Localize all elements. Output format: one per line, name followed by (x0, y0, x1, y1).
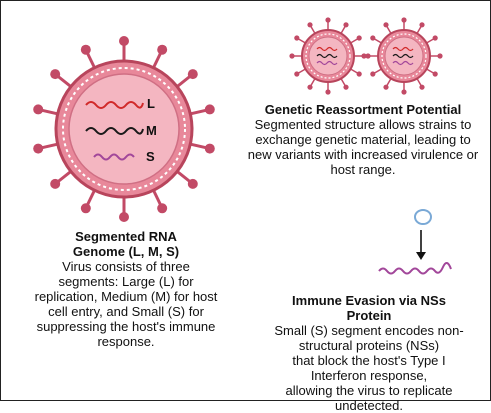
virus-spike-knob (307, 84, 313, 90)
virus-spike-knob (325, 89, 331, 95)
virus-spike-knob (437, 53, 443, 59)
virus-spike-knob (204, 104, 215, 115)
virus-spike-knob (383, 84, 389, 90)
reassortment-body: Segmented structure allows strains to ex… (247, 117, 479, 177)
virus-spike-knob (365, 53, 371, 59)
virus-spike-knob (343, 22, 349, 28)
segmented-rna-title: Segmented RNA Genome (L, M, S) (72, 229, 180, 259)
small-virus-segment (316, 60, 338, 66)
virus-spike-knob (401, 89, 407, 95)
small-virus-core (384, 36, 424, 76)
virus-icon: L M S (33, 36, 215, 222)
virus-spike-knob (80, 203, 91, 214)
virus-spike-knob (432, 71, 438, 77)
virus-pair-icon (289, 17, 443, 95)
virus-spike-knob (157, 203, 168, 214)
virus-spike-knob (289, 53, 295, 59)
virus-spike-knob (432, 35, 438, 41)
interferon-marker-icon (414, 209, 432, 225)
rna-strand-icon (378, 262, 452, 275)
small-virus-membrane (305, 33, 351, 79)
virus-spike-knob (33, 143, 44, 154)
segment-l-strand (85, 101, 144, 109)
virus-spike-knob (419, 84, 425, 90)
immune-evasion-title: Immune Evasion via NSs Protein (292, 293, 446, 323)
segmented-rna-body: Virus consists of three segments: Large … (34, 259, 218, 349)
segment-l-label: L (147, 96, 155, 111)
virus-spike-knob (50, 69, 61, 80)
small-virus-segment (392, 46, 414, 52)
virus-spike-knob (325, 17, 331, 23)
virus-spike-knob (401, 17, 407, 23)
virus-spike-knob (356, 71, 362, 77)
virus-spike-knob (204, 143, 215, 154)
virus-spike-knob (294, 35, 300, 41)
virus-spike-knob (119, 36, 129, 46)
virus-spike-knob (187, 69, 198, 80)
virus-spike-knob (119, 212, 129, 222)
small-virus-segment (316, 53, 338, 59)
small-virus-core (308, 36, 348, 76)
down-arrow-icon (416, 230, 426, 260)
virus-spike-knob (370, 71, 376, 77)
segment-m-label: M (146, 123, 157, 138)
reassortment-title: Genetic Reassortment Potential (264, 102, 462, 117)
virus-spike-knob (80, 44, 91, 55)
virus-spike-knob (383, 22, 389, 28)
virus-spike-knob (187, 178, 198, 189)
small-virus-segment (392, 53, 414, 59)
immune-evasion-section: Immune Evasion via NSs Protein Small (S)… (269, 293, 469, 413)
virus-spike-knob (343, 84, 349, 90)
virus-spike-knob (356, 35, 362, 41)
segmented-rna-section: Segmented RNA Genome (L, M, S) Virus con… (21, 229, 231, 349)
reassortment-section: Genetic Reassortment Potential Segmented… (243, 102, 483, 177)
segment-m-strand (85, 127, 144, 135)
virus-spike-knob (50, 178, 61, 189)
segment-s-label: S (146, 149, 155, 164)
virus-spike-knob (419, 22, 425, 28)
small-virus-segment (316, 46, 338, 52)
virus-spike-knob (370, 35, 376, 41)
virus-spike-knob (361, 53, 367, 59)
small-virus-segment (392, 60, 414, 66)
virus-spike-knob (294, 71, 300, 77)
diagram-canvas: L M S (33, 17, 452, 275)
small-virus-membrane (381, 33, 427, 79)
virus-spike-knob (33, 104, 44, 115)
virus-spike-knob (307, 22, 313, 28)
immune-evasion-body: Small (S) segment encodes non- structura… (274, 323, 464, 413)
segment-s-strand (93, 153, 135, 161)
virus-spike-knob (157, 44, 168, 55)
